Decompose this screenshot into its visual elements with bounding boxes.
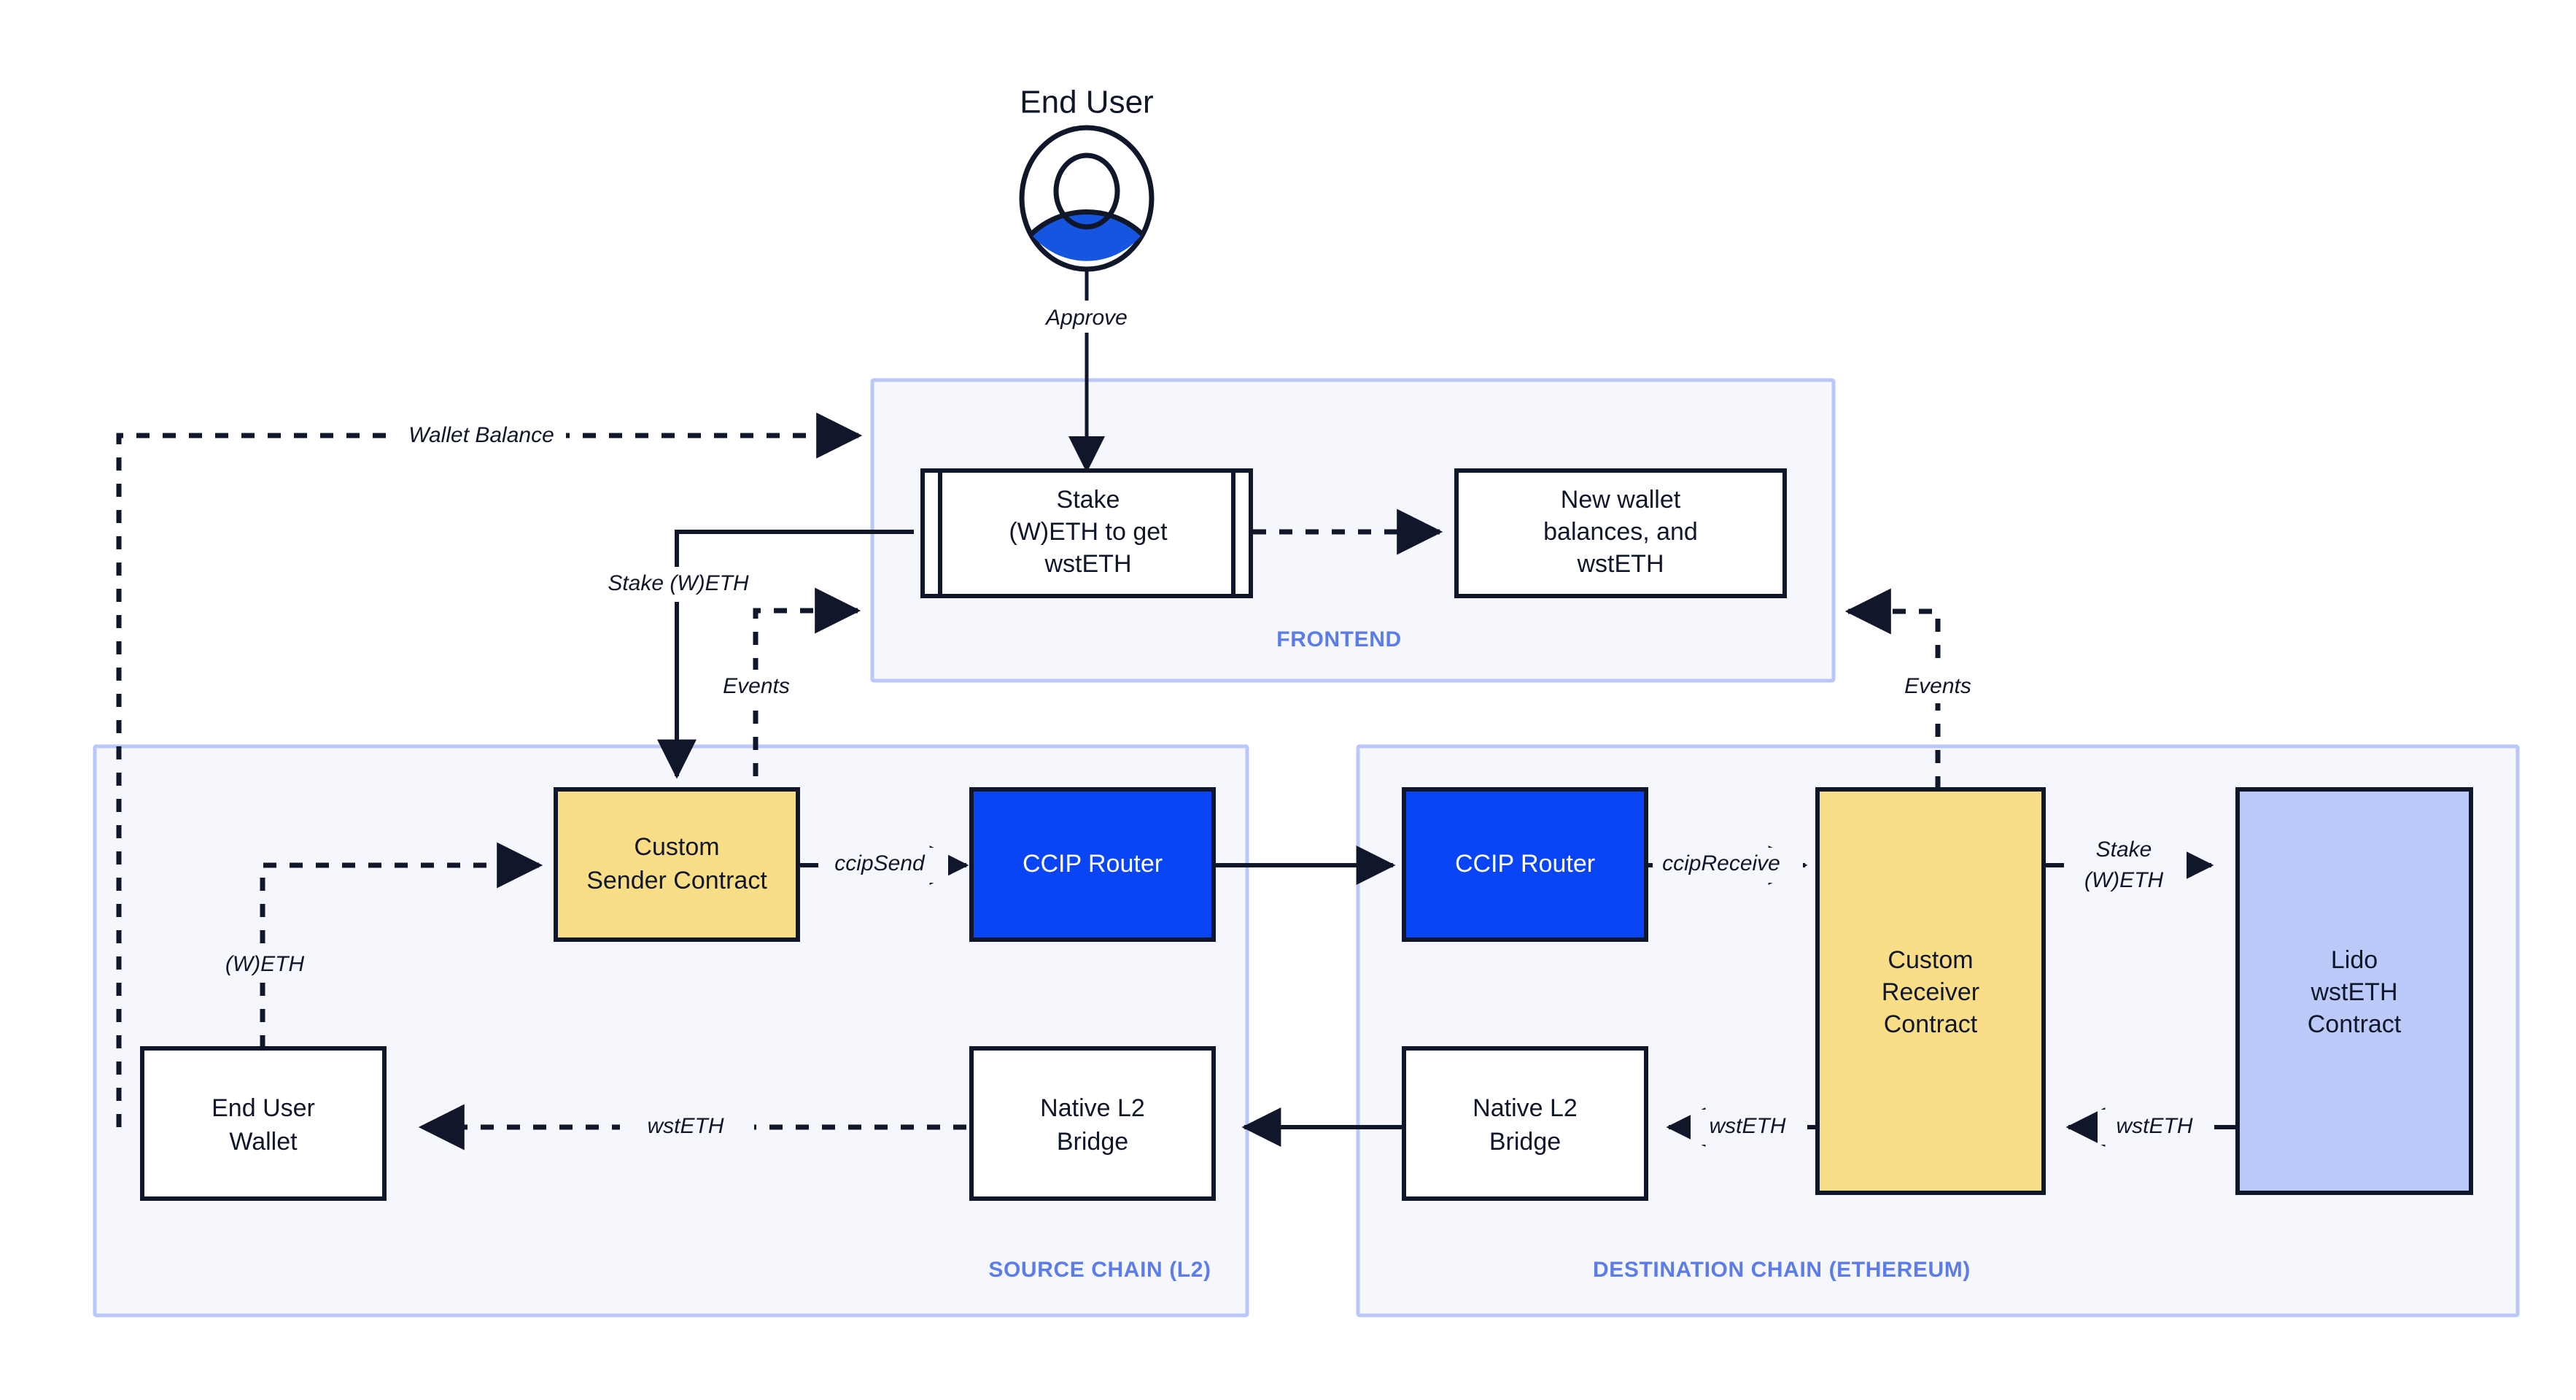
edge-stake-weth-label: Stake (W)ETH bbox=[608, 571, 749, 595]
edge-weth-transfer-line bbox=[260, 842, 543, 1048]
edge-events-dest: Events bbox=[1844, 588, 1993, 789]
edge-events-dest-label: Events bbox=[1904, 674, 1971, 698]
edge-ccip-receive-label: ccipReceive bbox=[1662, 851, 1780, 875]
node-stake-form-line2: (W)ETH to get bbox=[1009, 518, 1168, 546]
edge-approve-label-bg bbox=[1030, 301, 1144, 333]
node-new-balances-line2: balances, and bbox=[1543, 518, 1698, 546]
edge-ccip-send: ccipSend bbox=[797, 846, 969, 885]
node-custom-sender-contract-line2: Sender Contract bbox=[586, 867, 767, 894]
edge-wsteth-bridge: wstETH bbox=[1666, 1107, 1817, 1147]
edge-events-source: Events bbox=[702, 587, 861, 776]
node-native-l2-bridge-dest-line2: Bridge bbox=[1489, 1128, 1561, 1156]
edge-stake-weth-label-bg bbox=[598, 567, 760, 602]
edge-ccip-receive: ccipReceive bbox=[1645, 846, 1808, 885]
node-new-balances[interactable]: New wallet balances, and wstETH bbox=[1454, 468, 1787, 598]
destination-chain-label: DESTINATION CHAIN (ETHEREUM) bbox=[1593, 1258, 1971, 1282]
node-native-l2-bridge-source-line1: Native L2 bbox=[1040, 1094, 1145, 1122]
edge-weth-transfer: (W)ETH bbox=[206, 842, 543, 1048]
node-custom-sender-contract-line1: Custom bbox=[634, 833, 719, 861]
edge-events-source-label: Events bbox=[723, 674, 790, 698]
node-new-balances-box[interactable] bbox=[1454, 468, 1787, 598]
edge-approve: Approve bbox=[1030, 270, 1144, 473]
edge-stake-weth-line bbox=[657, 530, 914, 779]
source-chain-label: SOURCE CHAIN (L2) bbox=[988, 1258, 1211, 1282]
node-lido-wsteth-contract-line1: Lido bbox=[2331, 946, 2378, 974]
node-custom-receiver-contract[interactable]: Custom Receiver Contract bbox=[1815, 787, 2046, 1195]
user-avatar-icon bbox=[1019, 125, 1155, 272]
node-custom-receiver-contract-box[interactable] bbox=[1815, 787, 2046, 1195]
edge-wsteth-lido-label: wstETH bbox=[2117, 1114, 2193, 1138]
edge-wallet-balance-line bbox=[116, 412, 863, 1127]
edge-events-source-label-bg bbox=[702, 670, 811, 703]
edge-events-source-line bbox=[753, 587, 861, 776]
edge-wsteth-wallet-label: wstETH bbox=[648, 1114, 724, 1138]
node-ccip-router-dest-box[interactable] bbox=[1402, 787, 1648, 942]
node-ccip-router-source-box[interactable] bbox=[969, 787, 1216, 942]
node-stake-form[interactable]: Stake (W)ETH to get wstETH bbox=[920, 468, 1253, 598]
edge-ccip-send-label-bg bbox=[818, 848, 948, 883]
edge-wsteth-bridge-label-bg bbox=[1691, 1110, 1807, 1145]
node-native-l2-bridge-source[interactable]: Native L2 Bridge bbox=[969, 1046, 1216, 1201]
node-custom-receiver-contract-line3: Contract bbox=[1884, 1010, 1978, 1038]
node-lido-wsteth-contract-line2: wstETH bbox=[2311, 978, 2398, 1006]
node-custom-sender-contract[interactable]: Custom Sender Contract bbox=[554, 787, 800, 942]
node-ccip-router-source-label: CCIP Router bbox=[1023, 850, 1163, 878]
edge-wsteth-wallet: wstETH bbox=[418, 1104, 966, 1150]
node-custom-sender-contract-box[interactable] bbox=[554, 787, 800, 942]
actor-label: End User bbox=[1020, 85, 1153, 120]
node-end-user-wallet-line2: Wallet bbox=[229, 1128, 298, 1156]
edge-weth-transfer-label-bg bbox=[206, 948, 327, 982]
node-custom-receiver-contract-line2: Receiver bbox=[1882, 978, 1979, 1006]
node-native-l2-bridge-source-line2: Bridge bbox=[1057, 1128, 1128, 1156]
node-stake-form-box[interactable] bbox=[920, 468, 1253, 598]
edge-wsteth-bridge-label: wstETH bbox=[1710, 1114, 1786, 1138]
group-frontend: FRONTEND bbox=[870, 378, 1836, 683]
node-ccip-router-dest-label: CCIP Router bbox=[1455, 850, 1595, 878]
node-native-l2-bridge-dest[interactable]: Native L2 Bridge bbox=[1402, 1046, 1648, 1201]
edge-ccip-receive-label-bg bbox=[1653, 848, 1803, 883]
node-stake-form-line1: Stake bbox=[1057, 486, 1120, 514]
frontend-label: FRONTEND bbox=[1276, 627, 1401, 651]
edge-wallet-balance-label-bg bbox=[397, 417, 566, 454]
edge-events-dest-label-bg bbox=[1883, 670, 1993, 703]
edge-events-dest-line bbox=[1844, 588, 1941, 789]
node-stake-form-line3: wstETH bbox=[1044, 550, 1132, 578]
edge-stake-weth-dest: Stake (W)ETH bbox=[2038, 832, 2214, 900]
actor-end-user: End User bbox=[1019, 85, 1155, 272]
edge-stake-weth-dest-label-line1: Stake bbox=[2096, 838, 2152, 862]
edge-wallet-balance-label: Wallet Balance bbox=[408, 423, 554, 447]
node-end-user-wallet-box[interactable] bbox=[140, 1046, 387, 1201]
node-lido-wsteth-contract[interactable]: Lido wstETH Contract bbox=[2235, 787, 2473, 1195]
node-ccip-router-dest[interactable]: CCIP Router bbox=[1402, 787, 1648, 942]
edge-stake-weth: Stake (W)ETH bbox=[598, 530, 914, 779]
edge-wsteth-lido-label-bg bbox=[2098, 1110, 2214, 1145]
edge-weth-transfer-label: (W)ETH bbox=[225, 952, 305, 976]
edge-stake-weth-dest-label-bg bbox=[2064, 832, 2187, 900]
node-new-balances-line1: New wallet bbox=[1561, 486, 1681, 514]
edge-stake-weth-dest-label-line2: (W)ETH bbox=[2084, 868, 2164, 892]
edge-approve-label: Approve bbox=[1044, 306, 1128, 330]
node-end-user-wallet[interactable]: End User Wallet bbox=[140, 1046, 387, 1201]
edge-wallet-balance: Wallet Balance bbox=[116, 412, 863, 1127]
node-native-l2-bridge-dest-line1: Native L2 bbox=[1473, 1094, 1578, 1122]
node-custom-receiver-contract-line1: Custom bbox=[1888, 946, 1973, 974]
node-ccip-router-source[interactable]: CCIP Router bbox=[969, 787, 1216, 942]
edge-wsteth-wallet-label-bg bbox=[620, 1110, 754, 1145]
node-end-user-wallet-line1: End User bbox=[212, 1094, 315, 1122]
node-lido-wsteth-contract-line3: Contract bbox=[2308, 1010, 2402, 1038]
node-new-balances-line3: wstETH bbox=[1577, 550, 1664, 578]
node-lido-wsteth-contract-box[interactable] bbox=[2235, 787, 2473, 1195]
node-native-l2-bridge-source-box[interactable] bbox=[969, 1046, 1216, 1201]
edge-ccip-send-label: ccipSend bbox=[834, 851, 926, 875]
edge-wsteth-lido: wstETH bbox=[2065, 1107, 2238, 1147]
node-native-l2-bridge-dest-box[interactable] bbox=[1402, 1046, 1648, 1201]
